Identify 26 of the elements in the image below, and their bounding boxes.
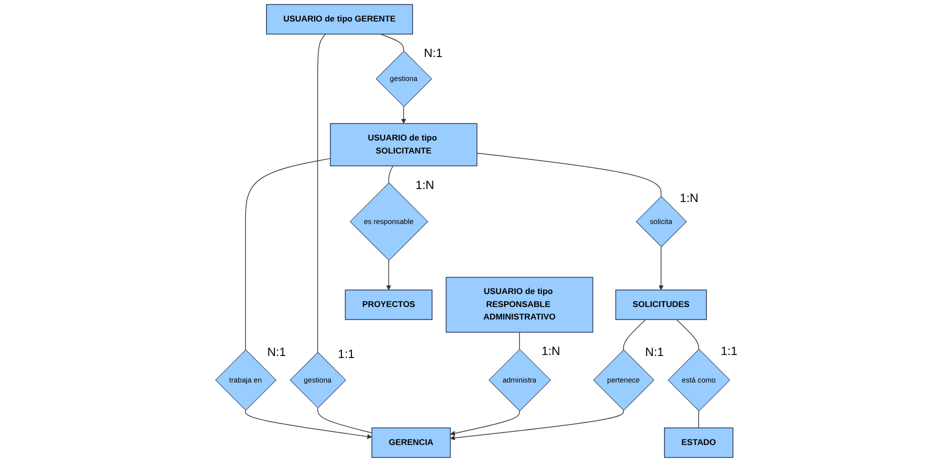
cardinality-label: 1:N — [414, 178, 436, 192]
arrow — [386, 260, 392, 290]
connector — [476, 152, 662, 197]
connector — [519, 332, 520, 350]
node-box: ESTADO — [664, 427, 734, 458]
node-box: USUARIO de tipo RESPONSABLE ADMINISTRATIVO — [446, 276, 594, 333]
connector — [245, 158, 331, 350]
arrow — [450, 410, 624, 440]
connector — [380, 34, 404, 52]
arrow — [658, 246, 664, 290]
cardinality-label: N:1 — [644, 346, 665, 359]
node-box: PROYECTOS — [345, 290, 433, 320]
connector — [388, 166, 394, 184]
node-box: USUARIO de tipo SOLICITANTE — [330, 123, 478, 166]
arrow — [401, 106, 406, 124]
node-box: SOLICITUDES — [616, 290, 708, 320]
connector — [318, 408, 372, 434]
arrow — [450, 410, 520, 436]
node-box: USUARIO de tipo GERENTE — [266, 4, 414, 35]
node-box: GERENCIA — [372, 427, 452, 458]
connector — [698, 410, 700, 428]
arrow — [245, 410, 372, 439]
connector — [623, 319, 646, 350]
cardinality-label: N:1 — [266, 346, 287, 359]
connector — [676, 319, 700, 350]
connector — [318, 34, 326, 353]
